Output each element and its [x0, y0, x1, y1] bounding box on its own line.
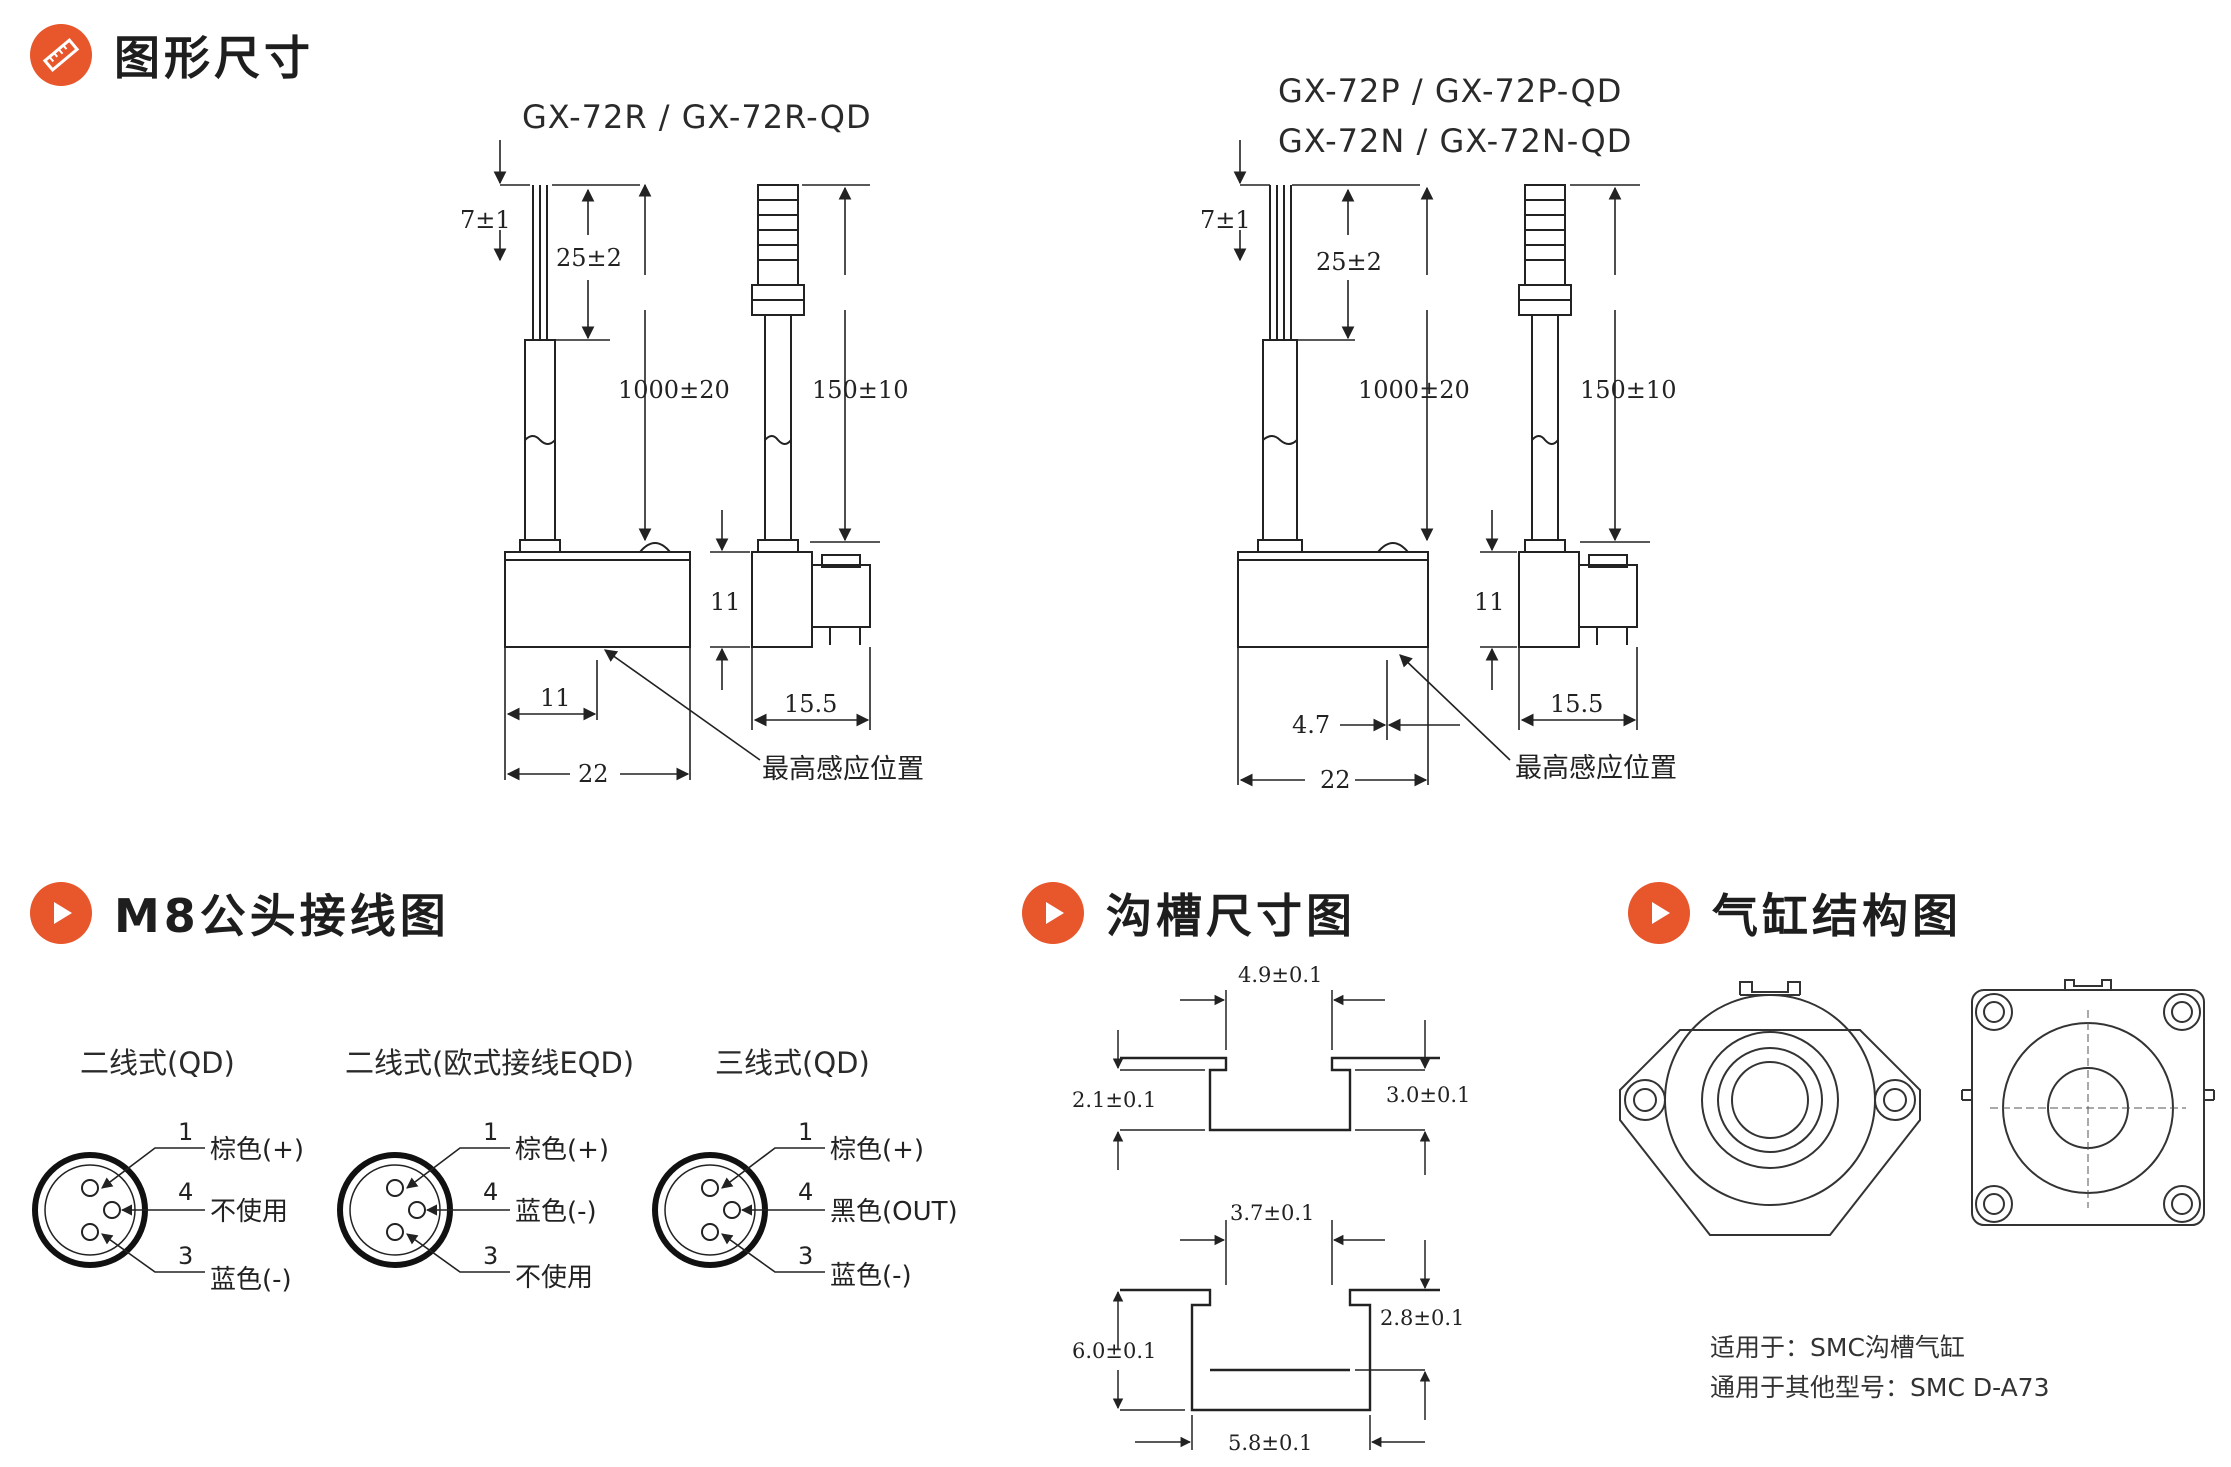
- groove-bottom-right-depth: 2.8±0.1: [1380, 1306, 1464, 1330]
- dim-11-horizontal: 11: [540, 684, 571, 712]
- pin-label: 蓝色(-): [515, 1197, 597, 1227]
- pin-number: 1: [798, 1118, 813, 1146]
- pin-label: 不使用: [515, 1263, 593, 1293]
- pin-number: 1: [178, 1118, 193, 1146]
- cylinder-structure-diagram: [1619, 979, 2215, 1236]
- section-groove-label: 沟槽尺寸图: [1106, 889, 1356, 943]
- dim-25: 25±2: [1316, 248, 1382, 276]
- wiring-title-2wire-qd: 二线式(QD): [80, 1046, 235, 1080]
- dim-22: 22: [1320, 766, 1351, 794]
- connector-diagram-2wire-eqd: 1 棕色(+) 4 蓝色(-) 3 不使用: [337, 1118, 609, 1293]
- play-icon: [1628, 882, 1690, 944]
- cylinder-note-compatible: 通用于其他型号：SMC D-A73: [1710, 1373, 2050, 1402]
- pin-number: 4: [798, 1178, 813, 1206]
- dim-15-5: 15.5: [784, 690, 837, 718]
- dim-150: 150±10: [812, 376, 908, 404]
- dim-150: 150±10: [1580, 376, 1676, 404]
- groove-diagram: 4.9±0.1 2.1±0.1 3.0±0.1 3.7±0.1 6.0±0.1 …: [1072, 963, 1470, 1455]
- section-m8-title: M8公头接线图: [30, 880, 450, 946]
- dim-25: 25±2: [556, 244, 622, 272]
- dim-7: 7±1: [460, 206, 511, 234]
- dim-15-5: 15.5: [1550, 690, 1603, 718]
- groove-top-left-depth: 2.1±0.1: [1072, 1088, 1156, 1112]
- pin-label: 棕色(+): [515, 1135, 609, 1165]
- model-right-1: GX-72P / GX-72P-QD: [1278, 72, 1623, 110]
- pin-label: 棕色(+): [830, 1135, 924, 1165]
- pin-label: 蓝色(-): [830, 1261, 912, 1291]
- dim-22: 22: [578, 760, 609, 788]
- drawing-right: 7±1 25±2 1000±20 150±10 11 4.7 22 15.5 最…: [1200, 140, 1677, 794]
- wiring-title-3wire-qd: 三线式(QD): [715, 1046, 870, 1080]
- groove-bottom-width: 5.8±0.1: [1228, 1431, 1312, 1455]
- dim-11-vertical: 11: [710, 588, 741, 616]
- pin-label: 不使用: [210, 1197, 288, 1227]
- groove-top-width: 4.9±0.1: [1238, 963, 1322, 987]
- pin-number: 3: [178, 1242, 193, 1270]
- groove-bottom-left-depth: 6.0±0.1: [1072, 1339, 1156, 1363]
- dim-11-vertical: 11: [1474, 588, 1505, 616]
- connector-diagram-3wire-qd: 1 棕色(+) 4 黑色(OUT) 3 蓝色(-): [652, 1118, 958, 1291]
- section-m8-label: M8公头接线图: [114, 889, 450, 943]
- section-cylinder-label: 气缸结构图: [1712, 889, 1962, 943]
- dim-1000: 1000±20: [1358, 376, 1470, 404]
- section-cylinder-title: 气缸结构图: [1628, 880, 1962, 946]
- callout-sensing-position: 最高感应位置: [1515, 753, 1677, 784]
- model-right-2: GX-72N / GX-72N-QD: [1278, 122, 1633, 160]
- wiring-title-2wire-eqd: 二线式(欧式接线EQD): [345, 1046, 635, 1080]
- section-dimensions-title: 图形尺寸: [30, 22, 314, 88]
- dim-4-7: 4.7: [1292, 711, 1330, 739]
- play-icon: [1022, 882, 1084, 944]
- pin-number: 4: [483, 1178, 498, 1206]
- pin-number: 3: [483, 1242, 498, 1270]
- section-groove-title: 沟槽尺寸图: [1022, 880, 1356, 946]
- dim-7: 7±1: [1200, 206, 1251, 234]
- pin-label: 蓝色(-): [210, 1265, 292, 1295]
- connector-diagram-2wire-qd: 1 棕色(+) 4 不使用 3 蓝色(-): [32, 1118, 304, 1295]
- pin-number: 4: [178, 1178, 193, 1206]
- cylinder-note-applicable: 适用于：SMC沟槽气缸: [1710, 1333, 1965, 1362]
- pin-number: 3: [798, 1242, 813, 1270]
- play-icon: [30, 882, 92, 944]
- pin-label: 黑色(OUT): [830, 1197, 958, 1227]
- drawing-left: 7±1 25±2 1000±20 150±10 11 11 22 15.5 最高…: [460, 140, 924, 788]
- callout-sensing-position: 最高感应位置: [762, 754, 924, 785]
- dim-1000: 1000±20: [618, 376, 730, 404]
- section-dimensions-label: 图形尺寸: [114, 31, 314, 85]
- groove-bottom-top-width: 3.7±0.1: [1230, 1201, 1314, 1225]
- model-left: GX-72R / GX-72R-QD: [522, 98, 872, 136]
- ruler-pencil-icon: [30, 24, 92, 86]
- groove-top-right-depth: 3.0±0.1: [1386, 1083, 1470, 1107]
- pin-number: 1: [483, 1118, 498, 1146]
- pin-label: 棕色(+): [210, 1135, 304, 1165]
